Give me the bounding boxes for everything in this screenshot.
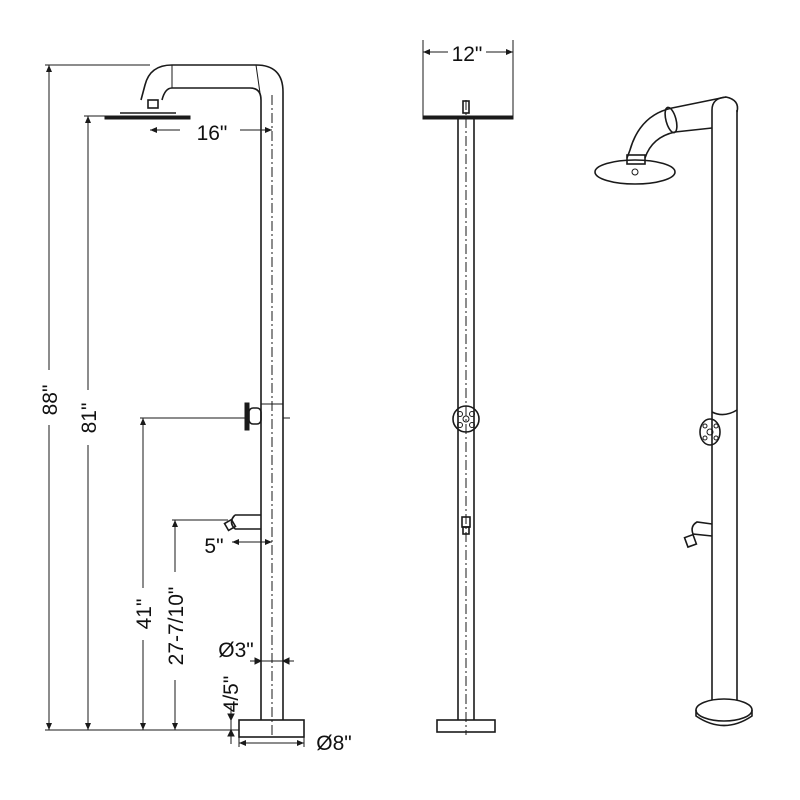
base-plate xyxy=(695,698,753,722)
dim-pole-diameter: Ø3" xyxy=(218,639,253,662)
side-view: 88" 81" 41" 27-7/10" 16" 5" Ø3" 4/5" Ø8" xyxy=(39,64,352,755)
dim-head-diameter: 12" xyxy=(452,43,483,66)
valve-handle xyxy=(699,418,721,446)
spout xyxy=(691,521,713,537)
valve-handle xyxy=(452,405,480,433)
dim-shower-head-height: 81" xyxy=(78,403,101,434)
front-view: 12" xyxy=(422,40,514,735)
pole xyxy=(711,110,738,700)
base-plate xyxy=(436,719,496,733)
dim-spout-projection: 5" xyxy=(204,535,223,558)
dim-total-height: 88" xyxy=(39,385,62,416)
shower-head xyxy=(104,115,191,120)
perspective-view xyxy=(594,96,753,727)
dim-base-diameter: Ø8" xyxy=(316,732,351,755)
pole xyxy=(457,118,475,720)
shower-arm xyxy=(140,64,284,101)
shower-head xyxy=(594,159,676,185)
shower-head xyxy=(422,115,514,120)
dim-spout-height: 27-7/10" xyxy=(165,587,188,666)
dim-base-thickness: 4/5" xyxy=(220,676,243,713)
dim-arm-reach: 16" xyxy=(197,122,228,145)
base-plate xyxy=(238,719,305,738)
dim-valve-height: 41" xyxy=(133,599,156,630)
